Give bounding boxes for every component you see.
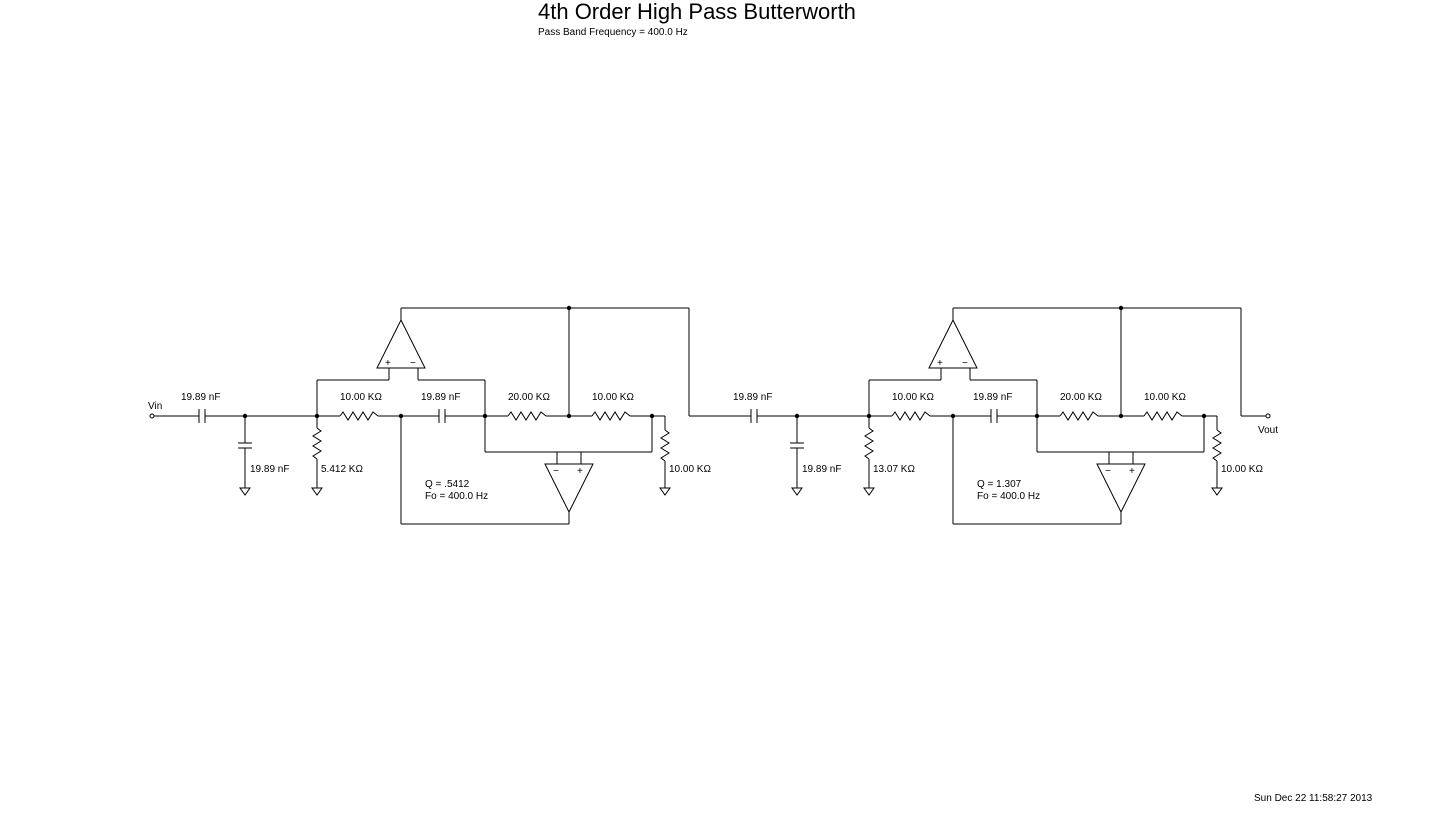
stage1-fo-label: Fo = 400.0 Hz [425,491,488,502]
stage2-series-cap-label: 19.89 nF [973,392,1012,403]
stage1-10k-resistor-b [660,429,670,462]
stage-2: 19.89 nF 19.89 nF 13.07 KΩ 10.00 KΩ [733,305,1278,525]
ground-icon [1211,487,1223,496]
ground-icon [863,487,875,496]
opamp-minus-pin: − [962,358,968,369]
stage1-10k-res-a-label: 10.00 KΩ [592,392,634,403]
opamp-minus-pin: − [1105,466,1111,477]
stage2-series-res-label: 10.00 KΩ [892,392,934,403]
stage1-shunt-res-label: 5.412 KΩ [321,464,363,475]
stage2-q-label: Q = 1.307 [977,479,1022,490]
stage1-10k-resistor-a [591,411,631,421]
stage1-series-cap-label: 19.89 nF [421,392,460,403]
stage2-10k-resistor-b [1212,429,1222,462]
opamp-minus-pin: − [553,466,559,477]
opamp-minus-pin: − [410,358,416,369]
stage1-shunt-cap-label: 19.89 nF [250,464,289,475]
stage1-opamp-upper: + − [376,318,426,369]
stage1-q-label: Q = .5412 [425,479,470,490]
vout-terminal [1265,413,1271,419]
stage2-10k-res-b-label: 10.00 KΩ [1221,464,1263,475]
stage1-input-capacitor [198,409,206,423]
stage1-opamp-lower: − + [544,463,594,514]
timestamp: Sun Dec 22 11:58:27 2013 [1254,793,1373,804]
opamp-plus-pin: + [577,466,583,477]
ground-icon [311,487,323,496]
stage2-shunt-capacitor [790,442,804,449]
stage1-20k-res-label: 20.00 KΩ [508,392,550,403]
stage2-20k-res-label: 20.00 KΩ [1060,392,1102,403]
stage2-series-capacitor [990,409,998,423]
stage2-input-cap-label: 19.89 nF [733,392,772,403]
vin-label: Vin [148,401,162,412]
opamp-plus-pin: + [385,358,391,369]
stage2-20k-resistor [1059,411,1099,421]
stage-1: Vin 19.89 nF 19.89 nF 5.412 KΩ 10.00 KΩ [148,305,711,525]
ground-icon [791,487,803,496]
stage2-input-capacitor [750,409,758,423]
stage1-10k-res-b-label: 10.00 KΩ [669,464,711,475]
opamp-plus-pin: + [1129,466,1135,477]
stage2-10k-resistor-a [1143,411,1183,421]
stage1-input-cap-label: 19.89 nF [181,392,220,403]
vout-label: Vout [1258,425,1278,436]
stage2-opamp-upper: + − [928,318,978,369]
stage2-opamp-lower: − + [1096,463,1146,514]
stage1-shunt-resistor [312,427,322,460]
ground-icon [239,487,251,496]
stage1-series-res-label: 10.00 KΩ [340,392,382,403]
opamp-plus-pin: + [937,358,943,369]
stage2-shunt-res-label: 13.07 KΩ [873,464,915,475]
stage2-shunt-cap-label: 19.89 nF [802,464,841,475]
stage2-series-resistor [891,411,931,421]
ground-icon [659,487,671,496]
page-title: 4th Order High Pass Butterworth [538,0,856,24]
stage1-series-capacitor [438,409,446,423]
stage1-20k-resistor [507,411,547,421]
stage2-shunt-resistor [864,427,874,460]
stage2-fo-label: Fo = 400.0 Hz [977,491,1040,502]
stage1-shunt-capacitor [238,442,252,449]
vin-terminal [149,413,155,419]
page-subtitle: Pass Band Frequency = 400.0 Hz [538,27,688,38]
stage2-10k-res-a-label: 10.00 KΩ [1144,392,1186,403]
stage1-series-resistor [339,411,379,421]
